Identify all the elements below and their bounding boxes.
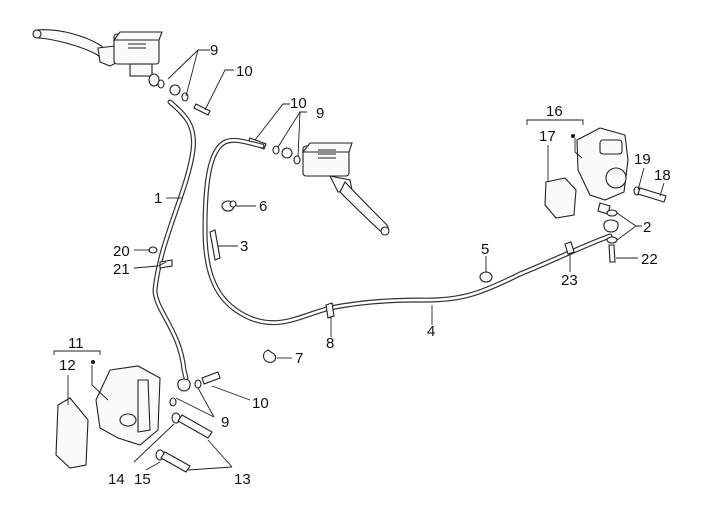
callout-2: 2	[643, 219, 651, 236]
callout-8: 8	[326, 335, 334, 352]
clip-6	[221, 200, 237, 212]
callout-20: 20	[113, 243, 130, 260]
callout-3: 3	[240, 238, 248, 255]
callout-11: 11	[68, 335, 84, 352]
callout-15: 15	[134, 471, 151, 488]
callout-9: 9	[210, 42, 218, 59]
right-master-cylinder	[247, 137, 353, 193]
brake-hose-4	[202, 137, 613, 326]
bolt-18-washer-19	[633, 186, 667, 203]
callout-17: 17	[539, 128, 556, 145]
right-brake-lever	[339, 181, 390, 236]
clip-7	[262, 349, 277, 363]
callout-10: 10	[236, 63, 253, 80]
callout-6: 6	[259, 198, 267, 215]
callout-23: 23	[561, 272, 578, 289]
callout-12: 12	[59, 357, 76, 374]
callout-9: 9	[221, 414, 229, 431]
bolts-13-washers-14-15	[155, 412, 213, 473]
bolt-20-clamp-21	[148, 246, 173, 269]
left-banjo-fittings	[157, 79, 211, 116]
caliper-assembly-16	[576, 127, 629, 215]
hose-guide-3	[209, 229, 221, 261]
caliper-assembly-11	[95, 365, 161, 446]
callout-21: 21	[113, 261, 130, 278]
callout-13: 13	[234, 471, 251, 488]
assembly-dot-11	[91, 360, 95, 364]
front-banjo-fitting	[169, 371, 221, 407]
callout-14: 14	[108, 471, 125, 488]
brake-pads-17	[544, 177, 577, 219]
ring-5	[479, 271, 493, 283]
callout-4: 4	[427, 323, 435, 340]
assembly-dot-16	[571, 134, 575, 138]
callout-18: 18	[654, 167, 671, 184]
callout-10: 10	[290, 95, 307, 112]
clip-8	[325, 302, 335, 319]
callout-19: 19	[634, 151, 651, 168]
callout-7: 7	[295, 350, 303, 367]
leader-lines	[53, 49, 665, 471]
brake-pads-12	[55, 397, 89, 469]
callout-labels: 9 10 10 9 1 6 3 20 21 7 8 4 5 23 2 22 19…	[59, 42, 671, 488]
banjo-fitting-right	[603, 209, 619, 263]
callout-1: 1	[154, 190, 162, 207]
callout-22: 22	[641, 251, 658, 268]
brake-hose-1	[152, 99, 196, 381]
left-master-cylinder	[97, 31, 163, 87]
callout-9: 9	[316, 105, 324, 122]
left-brake-lever	[32, 29, 109, 61]
callout-10: 10	[252, 395, 269, 412]
callout-16: 16	[546, 103, 563, 120]
sleeve-23	[564, 241, 575, 255]
callout-5: 5	[481, 241, 489, 258]
